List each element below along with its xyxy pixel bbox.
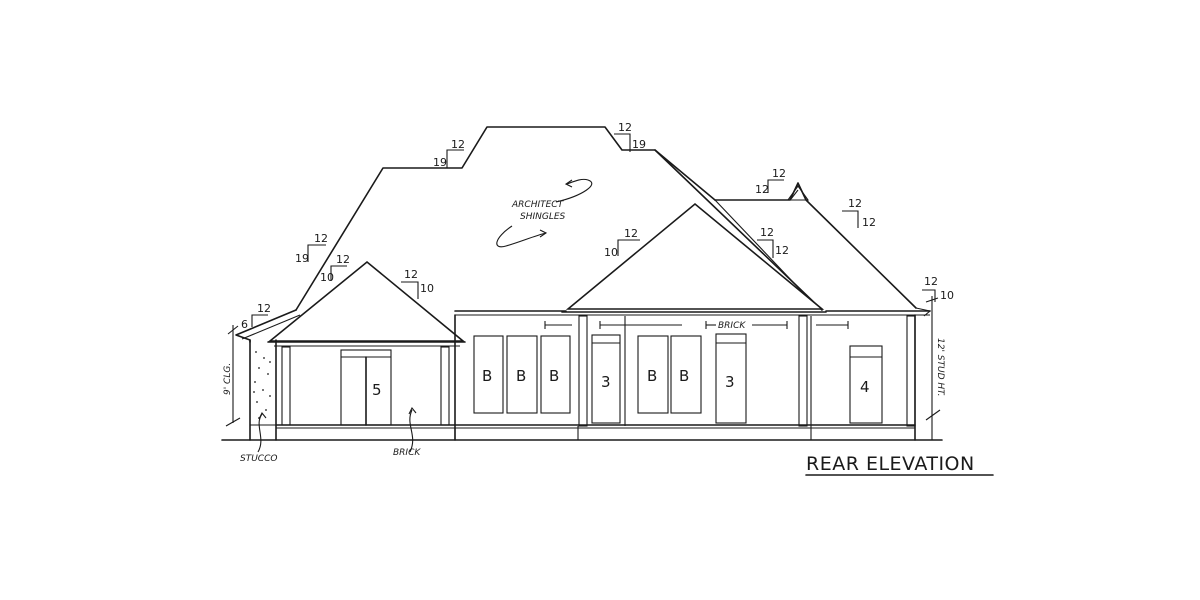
center-gable (561, 202, 827, 313)
drawing-title: REAR ELEVATION (805, 453, 994, 476)
svg-text:B: B (647, 367, 657, 385)
svg-text:10: 10 (420, 282, 434, 295)
svg-text:12: 12 (336, 253, 350, 266)
window-b1 (473, 335, 504, 414)
ceiling-height-label: 9' CLG. (223, 363, 233, 395)
brick-note: BRICK (718, 321, 746, 331)
foundation (221, 424, 943, 441)
window-b4 (637, 335, 669, 414)
stud-height-label: 12' STUD HT. (935, 338, 945, 396)
elevation-title: REAR ELEVATION (806, 453, 975, 475)
svg-text:12: 12 (848, 197, 862, 210)
main-roof (295, 126, 917, 311)
right-dimension: 12' STUD HT. (925, 296, 945, 440)
svg-text:6: 6 (241, 318, 248, 331)
porch: 5 (275, 346, 456, 453)
svg-text:12: 12 (451, 138, 465, 151)
window-b2 (506, 335, 538, 414)
svg-text:12: 12 (755, 183, 769, 196)
svg-text:3: 3 (725, 373, 735, 391)
window-4 (849, 345, 883, 424)
window-3b (715, 333, 747, 424)
svg-text:10: 10 (604, 246, 618, 259)
window-3a (591, 334, 621, 424)
eave-line (454, 307, 932, 317)
stucco-texture (253, 351, 271, 419)
svg-text:12: 12 (775, 244, 789, 257)
svg-text:B: B (482, 367, 492, 385)
svg-text:19: 19 (433, 156, 447, 169)
svg-text:12: 12 (862, 216, 876, 229)
svg-text:12: 12 (760, 226, 774, 239)
svg-text:12: 12 (618, 121, 632, 134)
main-wall (454, 314, 916, 441)
material-notes: STUCCO BRICK (240, 411, 421, 464)
svg-text:10: 10 (320, 271, 334, 284)
svg-text:12: 12 (404, 268, 418, 281)
porch-gable (267, 260, 466, 347)
roof-note: ARCHITECT SHINGLES (496, 178, 593, 248)
svg-text:B: B (516, 367, 526, 385)
brick-porch-note: BRICK (393, 448, 421, 458)
roof-note-line2: SHINGLES (520, 212, 566, 222)
windows: B B B 3 B B 3 4 (473, 333, 883, 424)
window-b5 (670, 335, 702, 414)
window-b3 (540, 335, 571, 414)
svg-text:19: 19 (295, 252, 309, 265)
left-dimension: 9' CLG. (223, 325, 241, 427)
svg-text:B: B (549, 367, 559, 385)
stucco-wing (235, 309, 301, 441)
svg-text:12: 12 (772, 167, 786, 180)
stucco-note: STUCCO (240, 454, 277, 464)
brick-markers: BRICK (544, 321, 849, 331)
svg-text:19: 19 (632, 138, 646, 151)
svg-text:10: 10 (940, 289, 954, 302)
svg-text:12: 12 (314, 232, 328, 245)
svg-text:B: B (679, 367, 689, 385)
window-tag-5: 5 (372, 381, 382, 399)
svg-text:12: 12 (624, 227, 638, 240)
svg-text:12: 12 (257, 302, 271, 315)
svg-text:4: 4 (860, 378, 870, 396)
svg-text:12: 12 (924, 275, 938, 288)
svg-text:3: 3 (601, 373, 611, 391)
pitch-symbols: 19 12 12 19 19 12 10 12 12 10 10 12 12 1… (241, 121, 954, 331)
roof-note-line1: ARCHITECT (511, 200, 565, 210)
